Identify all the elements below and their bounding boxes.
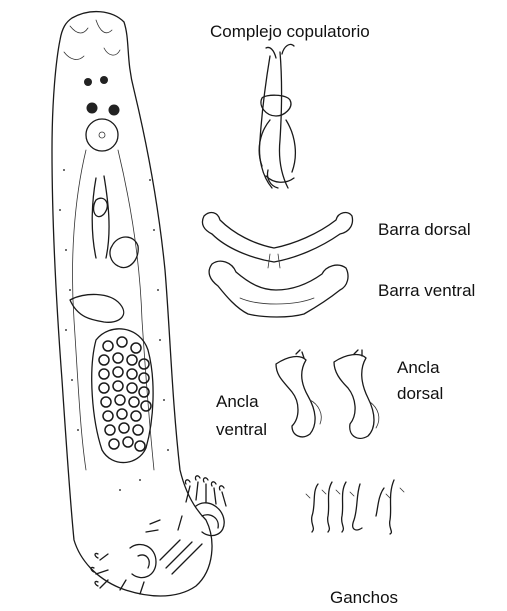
label-dorsal-anchor-line1: Ancla — [397, 358, 440, 378]
label-dorsal-bar: Barra dorsal — [378, 220, 471, 240]
label-ventral-anchor-line2: ventral — [216, 420, 267, 440]
label-ventral-anchor-line1: Ancla — [216, 392, 259, 412]
label-copulatory-complex: Complejo copulatorio — [210, 22, 370, 42]
label-hooks: Ganchos — [330, 588, 398, 608]
label-dorsal-anchor-line2: dorsal — [397, 384, 443, 404]
label-ventral-bar: Barra ventral — [378, 281, 475, 301]
